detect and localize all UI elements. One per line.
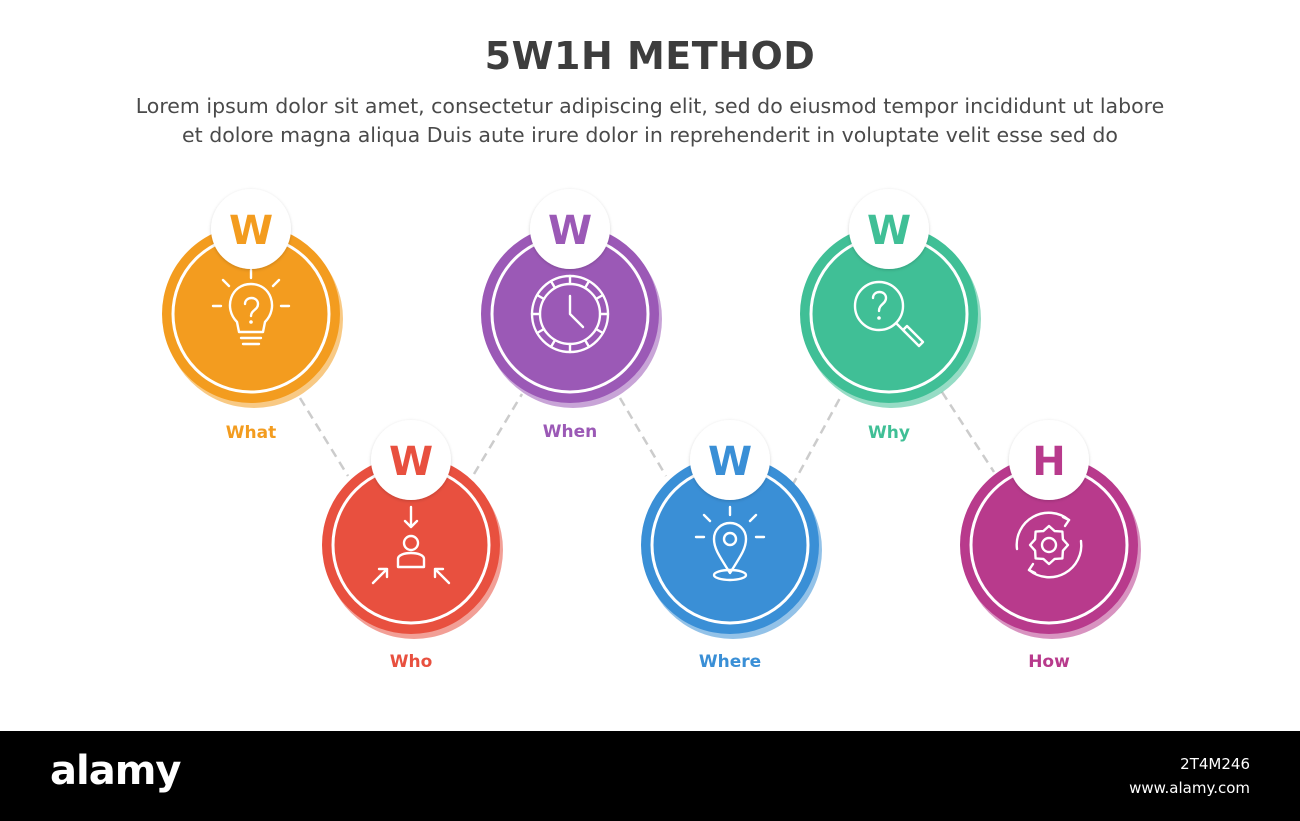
node-where: W Where (641, 420, 822, 672)
magnifier-question-icon (853, 280, 925, 348)
person-focus-icon (371, 505, 451, 585)
letter-badge (211, 189, 291, 269)
node-circle (322, 456, 500, 634)
node-when: W When (481, 189, 662, 442)
letter-badge (371, 420, 451, 500)
node-circle (800, 225, 978, 403)
letter-badge (849, 189, 929, 269)
node-how: H How (960, 420, 1141, 672)
node-label-when: When (543, 422, 598, 442)
footer-bar (0, 731, 1300, 821)
node-label-why: Why (868, 423, 910, 443)
connector-line-1 (298, 397, 350, 477)
image-id: 2T4M246 (1180, 755, 1250, 773)
node-label-where: Where (699, 652, 761, 672)
brand-logo: alamy (50, 748, 181, 794)
node-label-what: What (226, 423, 276, 443)
node-why: W Why (800, 189, 981, 443)
lightbulb-question-icon (211, 268, 291, 346)
subtitle-line-1: Lorem ipsum dolor sit amet, consectetur … (135, 94, 1165, 118)
letter-badge (690, 420, 770, 500)
badge-letter: W (229, 208, 273, 254)
badge-letter: H (1032, 439, 1065, 485)
subtitle-line-2: et dolore magna aliqua Duis aute irure d… (182, 123, 1118, 147)
node-circle (960, 456, 1138, 634)
letter-badge (530, 189, 610, 269)
badge-letter: W (867, 208, 911, 254)
gear-cycle-icon (1015, 511, 1083, 579)
badge-letter: W (708, 439, 752, 485)
letter-badge (1009, 420, 1089, 500)
location-pin-icon (694, 505, 766, 582)
node-what: W What (162, 189, 343, 443)
site-url: www.alamy.com (1129, 779, 1250, 797)
connector-line-2 (472, 393, 524, 475)
node-who: W Who (322, 420, 503, 672)
badge-letter: W (389, 439, 433, 485)
clock-icon (530, 274, 610, 354)
node-label-how: How (1028, 652, 1070, 672)
connector-line-4 (790, 397, 842, 487)
connector-lines (298, 391, 996, 487)
node-label-who: Who (390, 652, 433, 672)
connector-line-3 (618, 397, 668, 477)
badge-letter: W (548, 208, 592, 254)
connector-line-5 (940, 391, 996, 473)
page-title: 5W1H METHOD (484, 34, 816, 78)
